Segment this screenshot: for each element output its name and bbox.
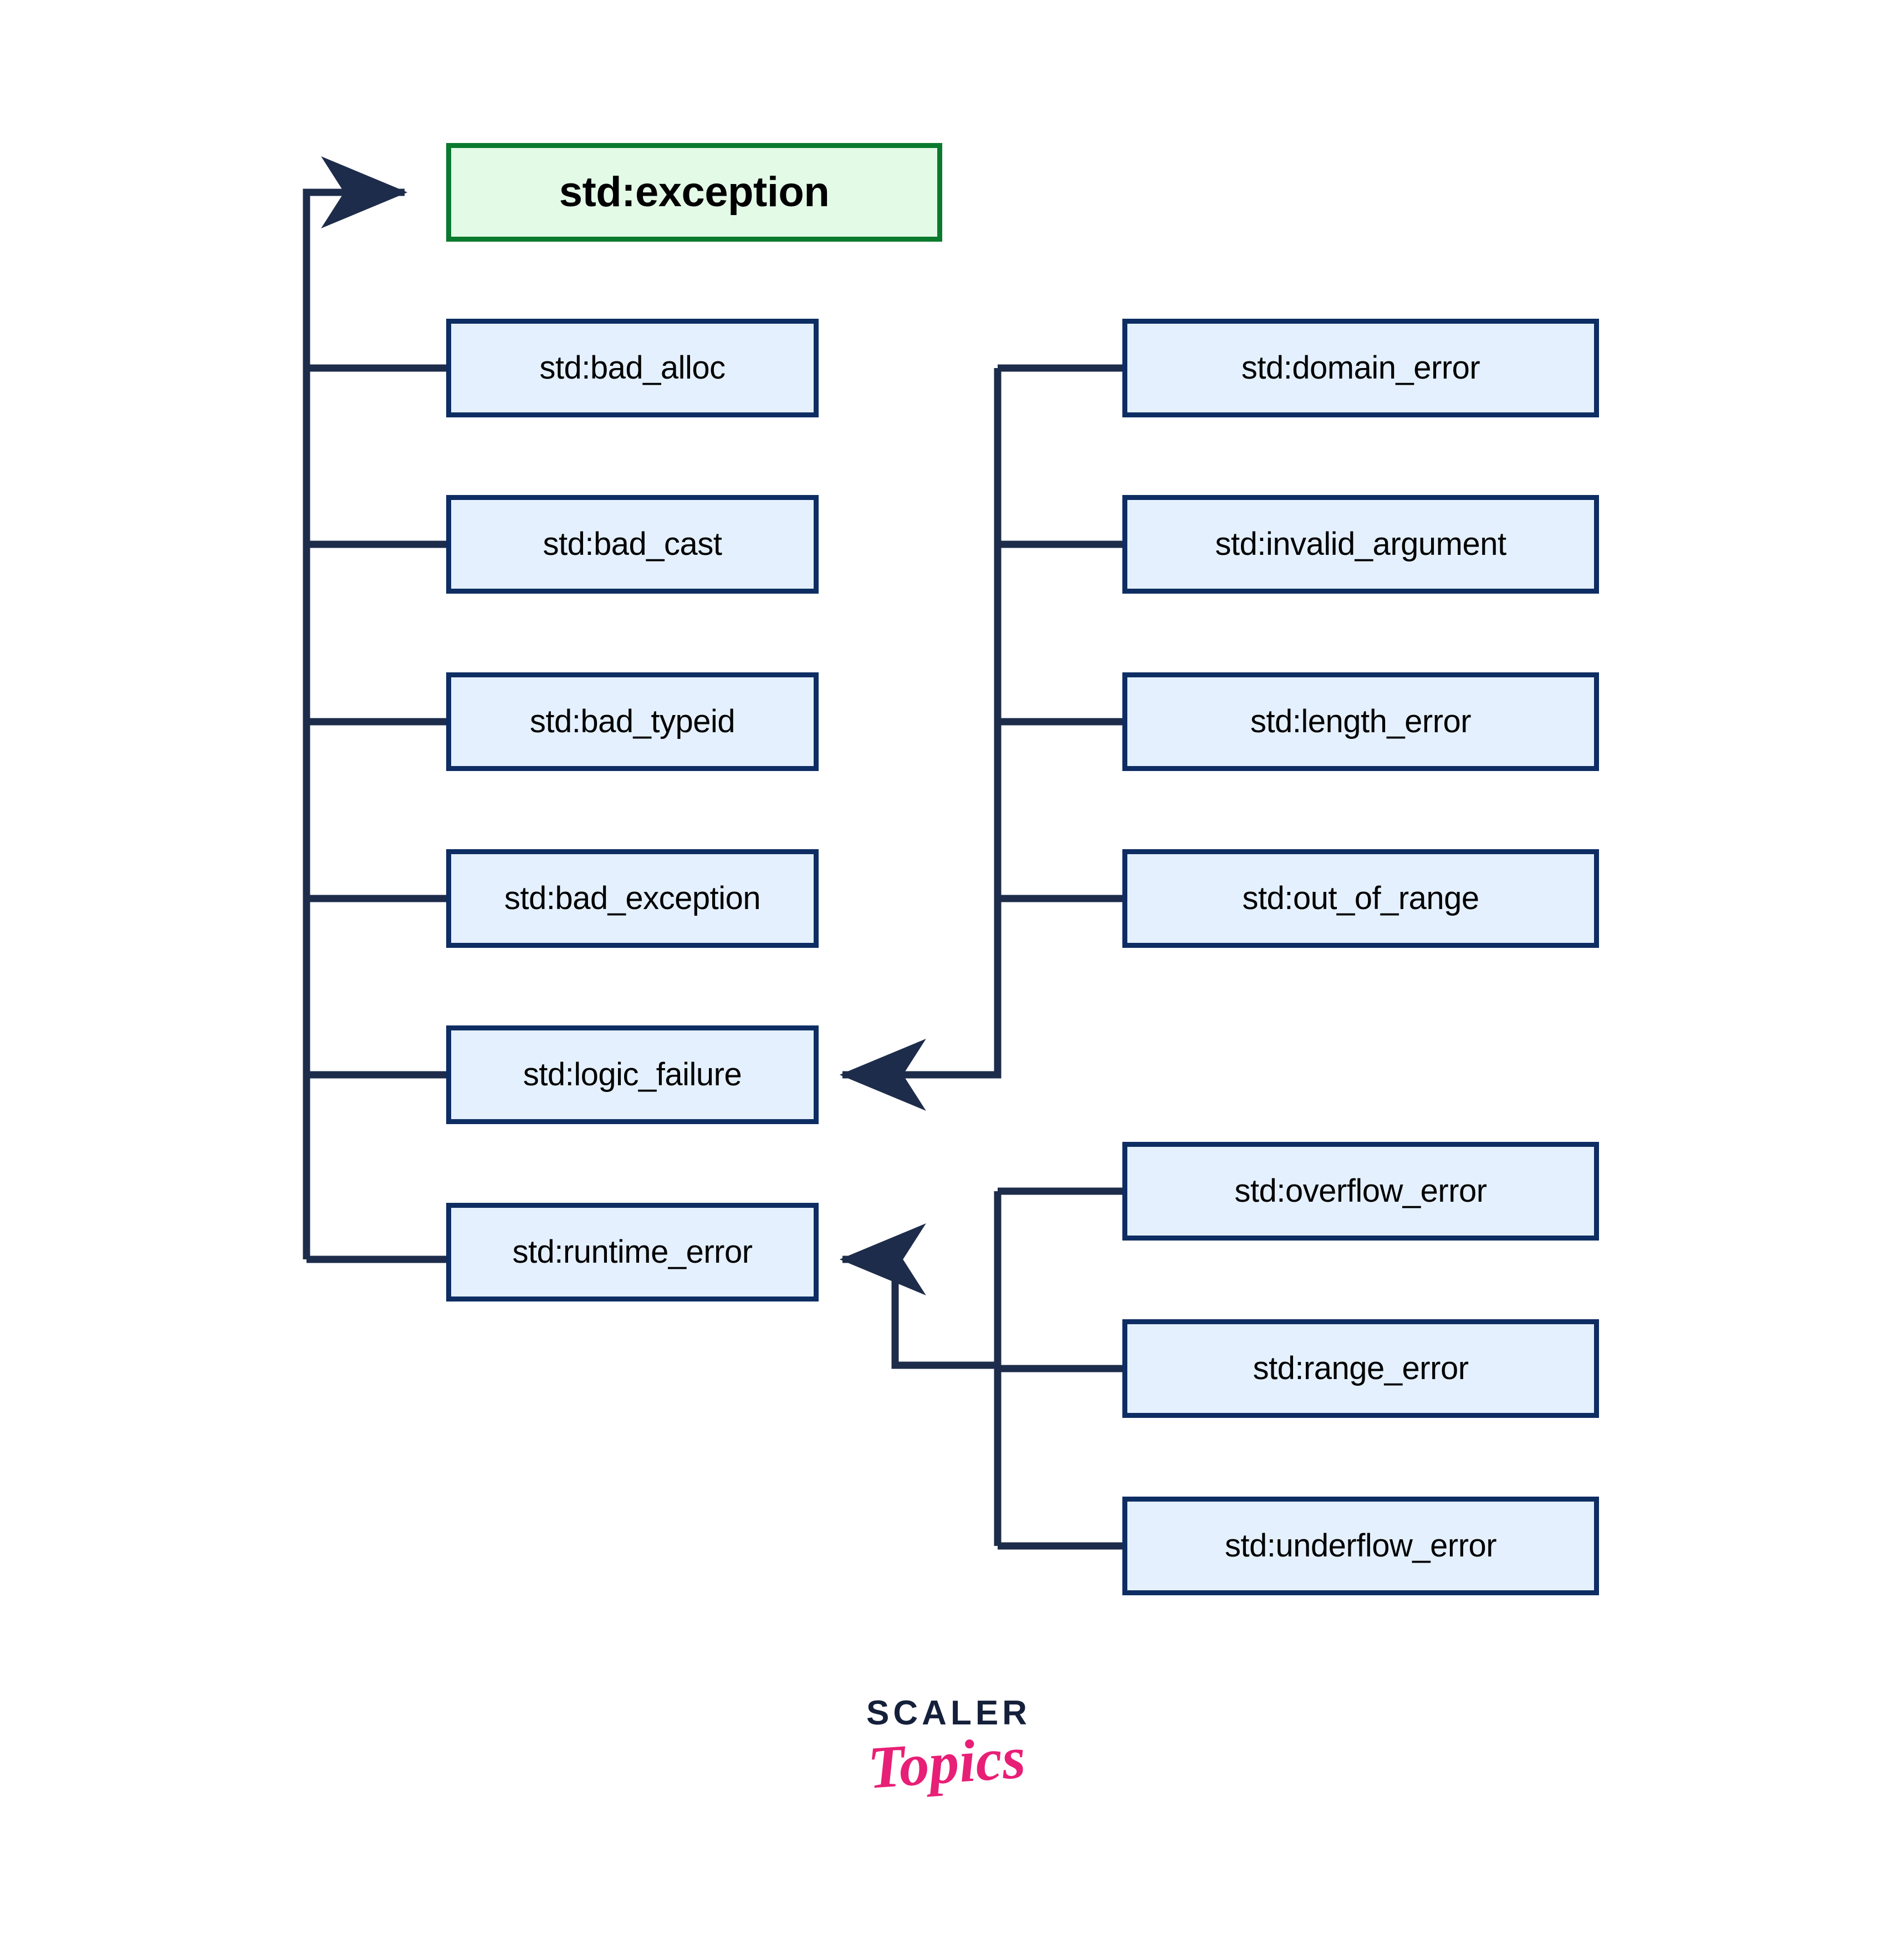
node-label-std-domain-error: std:domain_error [1241,349,1480,386]
connector-root-trunk [303,156,408,1259]
node-std-out-of-range[interactable]: std:out_of_range [1122,849,1599,948]
node-std-bad-typeid[interactable]: std:bad_typeid [446,672,819,771]
node-std-domain-error[interactable]: std:domain_error [1122,319,1599,417]
node-std-logic-failure[interactable]: std:logic_failure [446,1025,819,1124]
node-label-std-bad-typeid: std:bad_typeid [529,703,735,739]
node-label-std-out-of-range: std:out_of_range [1242,880,1479,916]
node-label-std-bad-cast: std:bad_cast [543,525,722,562]
scaler-topics-logo: SCALER Topics [819,1696,1074,1862]
connector-runtime-error-group [839,1187,1122,1550]
node-std-range-error[interactable]: std:range_error [1122,1319,1599,1418]
node-std-bad-exception[interactable]: std:bad_exception [446,849,819,948]
node-label-std-range-error: std:range_error [1253,1350,1469,1386]
node-std-overflow-error[interactable]: std:overflow_error [1122,1142,1599,1241]
node-std-runtime-error[interactable]: std:runtime_error [446,1203,819,1301]
node-label-std-invalid-argument: std:invalid_argument [1215,525,1506,562]
node-std-bad-alloc[interactable]: std:bad_alloc [446,319,819,417]
node-label-std-bad-exception: std:bad_exception [504,880,761,916]
node-std-length-error[interactable]: std:length_error [1122,672,1599,771]
node-label-std-logic-failure: std:logic_failure [523,1056,742,1093]
node-std-bad-cast[interactable]: std:bad_cast [446,495,819,594]
logo-topics-wordmark: Topics [866,1724,1028,1801]
node-label-std-overflow-error: std:overflow_error [1234,1172,1487,1209]
connector-logic-failure-group [839,364,1122,1111]
connector-left-branches [306,364,446,1263]
node-label-std-length-error: std:length_error [1250,703,1472,739]
node-label-std-bad-alloc: std:bad_alloc [539,349,726,386]
node-label-std-runtime-error: std:runtime_error [512,1233,753,1270]
logo-scaler-wordmark: SCALER [866,1694,1031,1732]
node-label-std-exception: std:exception [559,169,830,216]
node-label-std-underflow-error: std:underflow_error [1224,1527,1497,1564]
node-std-invalid-argument[interactable]: std:invalid_argument [1122,495,1599,594]
node-std-underflow-error[interactable]: std:underflow_error [1122,1497,1599,1595]
node-std-exception[interactable]: std:exception [446,143,942,242]
